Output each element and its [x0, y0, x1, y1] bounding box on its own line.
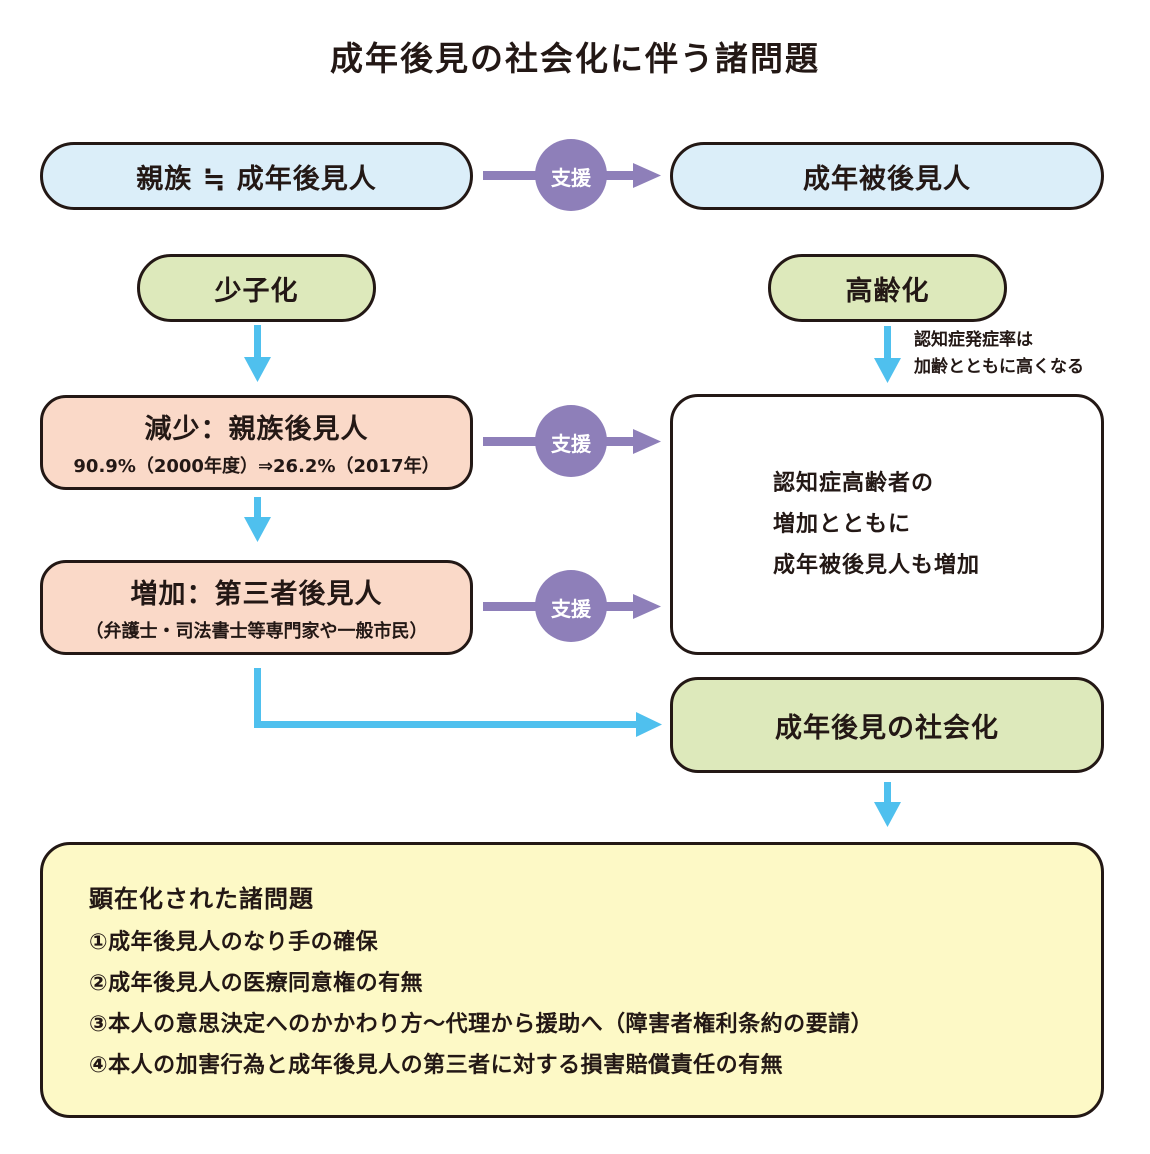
- increase-box: 増加：第三者後見人 （弁護士・司法書士等専門家や一般市民）: [40, 560, 473, 655]
- family-guardian-label: 親族 ≒ 成年後見人: [136, 163, 377, 195]
- socialization-label: 成年後見の社会化: [775, 712, 999, 744]
- increase-sub-label: （弁護士・司法書士等専門家や一般市民）: [85, 621, 428, 642]
- flow-arrow-aging-to-dementia: [874, 326, 901, 383]
- problems-heading: 顕在化された諸問題: [89, 885, 314, 913]
- family-guardian-box: 親族 ≒ 成年後見人: [40, 142, 473, 210]
- decrease-sub-label: 90.9%（2000年度）⇒26.2%（2017年）: [73, 456, 440, 477]
- decrease-main-label: 減少：親族後見人: [144, 414, 369, 445]
- dementia-note-line-1: 認知症発症率は: [914, 330, 1033, 350]
- support-arrow-lower: [483, 570, 661, 642]
- flow-arrow-decrease-to-increase: [244, 497, 271, 542]
- flow-arrow-socialization-to-problems: [874, 782, 901, 827]
- problem-item-1: ①成年後見人のなり手の確保: [89, 930, 379, 955]
- dementia-line-3: 成年被後見人も増加: [773, 553, 981, 578]
- aging-box: 高齢化: [768, 254, 1007, 322]
- support-label-middle: 支援: [551, 432, 591, 456]
- aging-label: 高齢化: [845, 275, 930, 307]
- dementia-line-2: 増加とともに: [773, 512, 912, 537]
- dementia-note-line-2: 加齢とともに高くなる: [914, 357, 1084, 377]
- ward-label: 成年被後見人: [803, 163, 971, 195]
- declining-birthrate-label: 少子化: [214, 275, 299, 307]
- problems-box: 顕在化された諸問題 ①成年後見人のなり手の確保 ②成年後見人の医療同意権の有無 …: [40, 842, 1104, 1118]
- decrease-box: 減少：親族後見人 90.9%（2000年度）⇒26.2%（2017年）: [40, 395, 473, 490]
- flow-arrow-increase-to-socialization: [254, 668, 662, 737]
- dementia-box: 認知症高齢者の 増加とともに 成年被後見人も増加: [670, 394, 1104, 655]
- ward-box: 成年被後見人: [670, 142, 1104, 210]
- increase-main-label: 増加：第三者後見人: [130, 579, 383, 610]
- support-label-top: 支援: [551, 166, 591, 190]
- declining-birthrate-box: 少子化: [137, 254, 376, 322]
- problem-item-4: ④本人の加害行為と成年後見人の第三者に対する損害賠償責任の有無: [89, 1053, 784, 1078]
- support-label-lower: 支援: [551, 597, 591, 621]
- problem-item-2: ②成年後見人の医療同意権の有無: [89, 971, 424, 996]
- flow-arrow-birthrate-to-decrease: [244, 325, 271, 382]
- support-arrow-middle: [483, 405, 661, 477]
- problem-item-3: ③本人の意思決定へのかかわり方～代理から援助へ（障害者権利条約の要請）: [89, 1012, 874, 1037]
- dementia-line-1: 認知症高齢者の: [773, 471, 935, 496]
- diagram-title: 成年後見の社会化に伴う諸問題: [330, 39, 820, 78]
- socialization-box: 成年後見の社会化: [670, 677, 1104, 773]
- dementia-note: 認知症発症率は 加齢とともに高くなる: [914, 327, 1084, 381]
- support-arrow-top: [483, 139, 661, 211]
